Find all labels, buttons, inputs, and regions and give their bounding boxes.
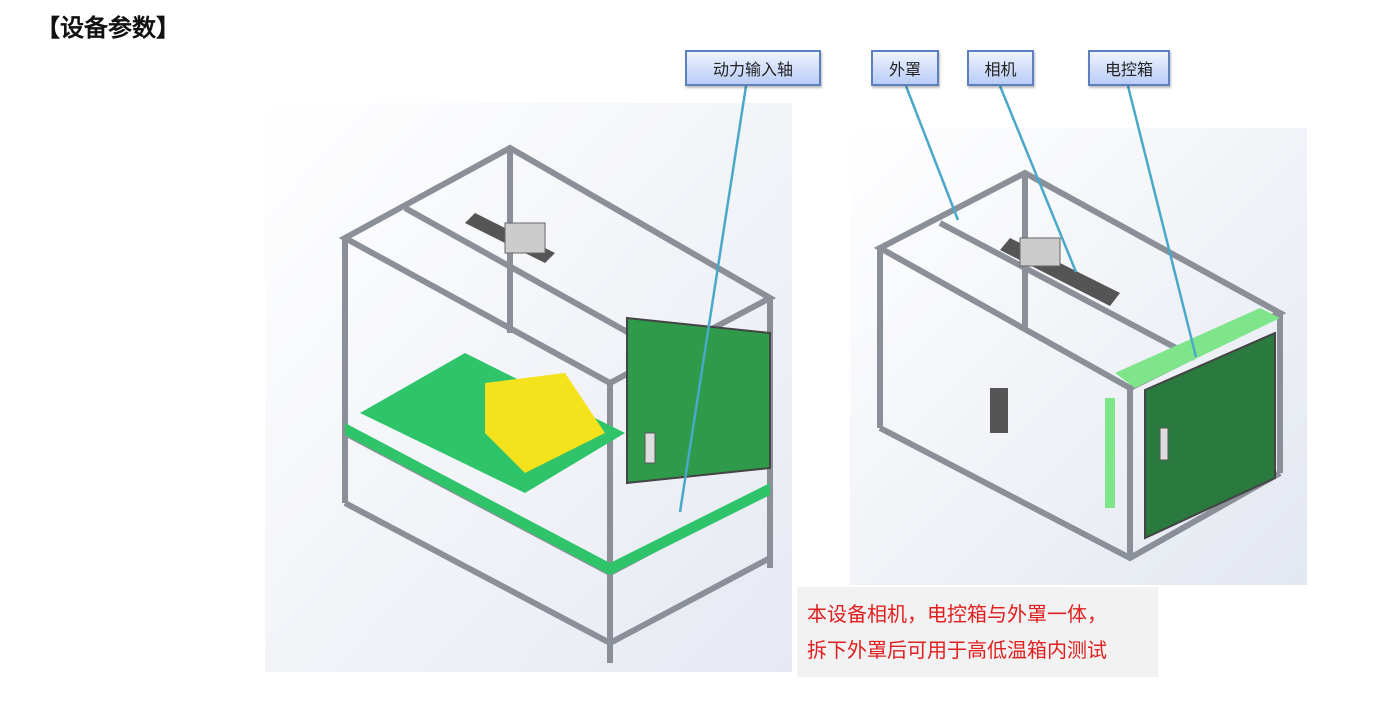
label-power-input-shaft: 动力输入轴 xyxy=(685,50,821,86)
section-title: 【设备参数】 xyxy=(36,14,180,42)
label-control-box: 电控箱 xyxy=(1088,50,1170,86)
note-line-2: 拆下外罩后可用于高低温箱内测试 xyxy=(807,638,1107,662)
note-box: 本设备相机，电控箱与外罩一体， 拆下外罩后可用于高低温箱内测试 xyxy=(797,587,1158,677)
equipment-with-cover-image xyxy=(850,128,1307,585)
equipment-with-cover-removed-image xyxy=(265,103,792,672)
note-line-1: 本设备相机，电控箱与外罩一体， xyxy=(807,602,1107,626)
label-camera: 相机 xyxy=(967,50,1034,86)
label-cover: 外罩 xyxy=(871,50,939,86)
